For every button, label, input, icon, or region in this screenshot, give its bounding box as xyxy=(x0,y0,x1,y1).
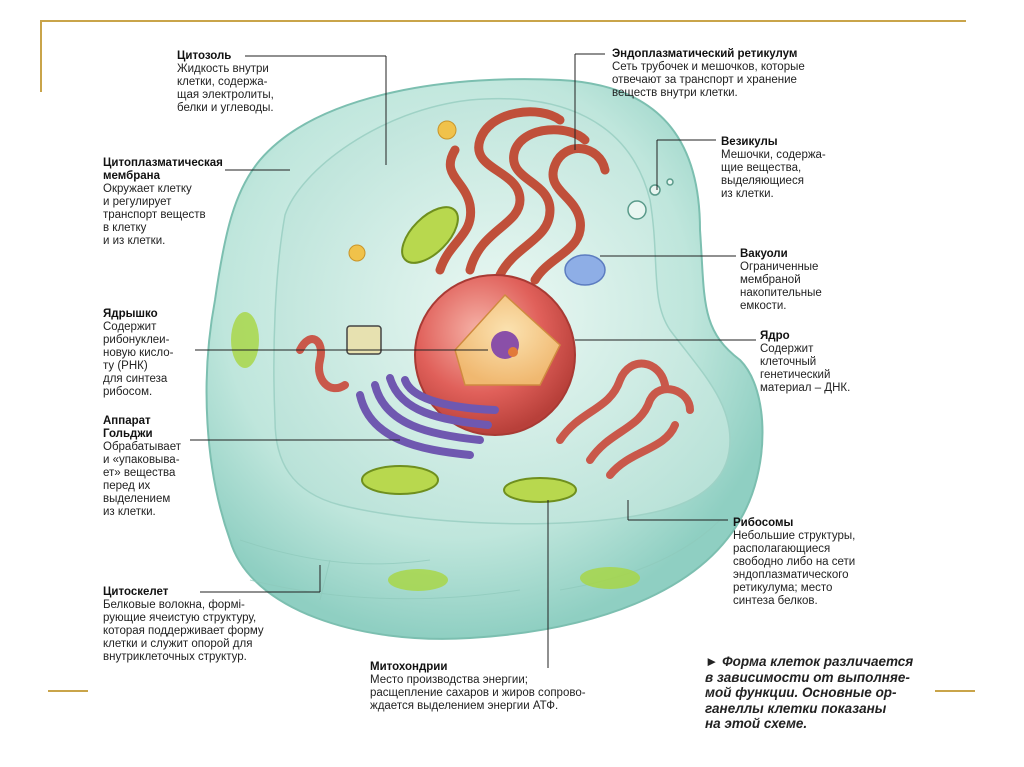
label-cytoskeleton: Цитоскелет Белковые волокна, формі- рующ… xyxy=(103,586,303,664)
label-golgi: Аппарат Гольджи Обрабатывает и «упаковыв… xyxy=(103,415,213,519)
label-vesicles-desc: Мешочки, содержа- щие вещества, выделяющ… xyxy=(721,149,851,201)
label-ribosomes-title: Рибосомы xyxy=(733,517,903,530)
label-nucleolus: Ядрышко Содержит рибонуклеи- новую кисло… xyxy=(103,308,213,399)
label-er-desc: Сеть трубочек и мешочков, которые отвеча… xyxy=(612,61,842,100)
label-mitochondria-title: Митохондрии xyxy=(370,661,640,674)
label-er: Эндоплазматический ретикулум Сеть трубоч… xyxy=(612,48,842,100)
label-nucleolus-title: Ядрышко xyxy=(103,308,213,321)
label-cytoskeleton-desc: Белковые волокна, формі- рующие ячеистую… xyxy=(103,599,303,664)
label-nucleus-desc: Содержит клеточный генетический материал… xyxy=(760,343,890,395)
label-membrane-title: Цитоплазматическая мембрана xyxy=(103,157,253,183)
label-mitochondria-desc: Место производства энергии; расщепление … xyxy=(370,674,640,713)
label-ribosomes-desc: Небольшие структуры, располагающиеся сво… xyxy=(733,530,903,608)
label-vesicles-title: Везикулы xyxy=(721,136,851,149)
label-nucleus-title: Ядро xyxy=(760,330,890,343)
label-vacuoles-title: Вакуоли xyxy=(740,248,870,261)
label-nucleus: Ядро Содержит клеточный генетический мат… xyxy=(760,330,890,395)
label-nucleolus-desc: Содержит рибонуклеи- новую кисло- ту (РН… xyxy=(103,321,213,399)
label-cytosol: Цитозоль Жидкость внутри клетки, содержа… xyxy=(177,50,337,115)
label-er-title: Эндоплазматический ретикулум xyxy=(612,48,842,61)
label-vesicles: Везикулы Мешочки, содержа- щие вещества,… xyxy=(721,136,851,201)
cell-shape-note: ► Форма клеток различается в зависимости… xyxy=(705,654,945,732)
label-golgi-desc: Обрабатывает и «упаковыва- ет» вещества … xyxy=(103,441,213,519)
label-cytosol-title: Цитозоль xyxy=(177,50,337,63)
label-membrane: Цитоплазматическая мембрана Окружает кле… xyxy=(103,157,253,248)
label-cytosol-desc: Жидкость внутри клетки, содержа- щая эле… xyxy=(177,63,337,115)
vacuole-shape xyxy=(565,255,605,285)
label-golgi-title: Аппарат Гольджи xyxy=(103,415,213,441)
label-cytoskeleton-title: Цитоскелет xyxy=(103,586,303,599)
label-mitochondria: Митохондрии Место производства энергии; … xyxy=(370,661,640,713)
label-vacuoles-desc: Ограниченные мембраной накопительные емк… xyxy=(740,261,870,313)
label-ribosomes: Рибосомы Небольшие структуры, располагаю… xyxy=(733,517,903,608)
label-membrane-desc: Окружает клетку и регулирует транспорт в… xyxy=(103,183,253,248)
label-vacuoles: Вакуоли Ограниченные мембраной накопител… xyxy=(740,248,870,313)
